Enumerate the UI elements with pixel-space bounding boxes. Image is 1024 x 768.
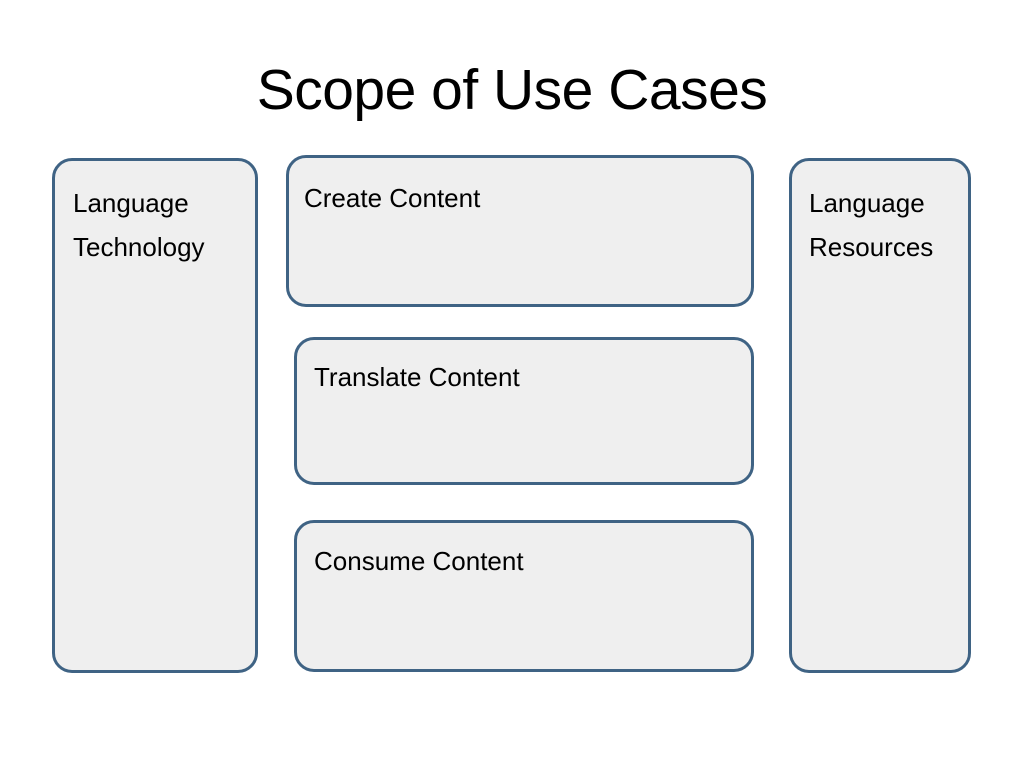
shape-language-resources-label: Language Resources <box>809 188 934 262</box>
shape-language-technology[interactable]: Language Technology <box>52 158 258 673</box>
shape-translate-content[interactable]: Translate Content <box>294 337 754 485</box>
shape-consume-content[interactable]: Consume Content <box>294 520 754 672</box>
shape-language-resources[interactable]: Language Resources <box>789 158 971 673</box>
page-title: Scope of Use Cases <box>256 58 768 122</box>
shape-translate-content-label: Translate Content <box>314 362 520 392</box>
shape-create-content-label: Create Content <box>304 183 481 213</box>
shape-consume-content-label: Consume Content <box>314 546 524 576</box>
shape-create-content[interactable]: Create Content <box>286 155 754 307</box>
shape-language-technology-label: Language Technology <box>73 188 205 262</box>
